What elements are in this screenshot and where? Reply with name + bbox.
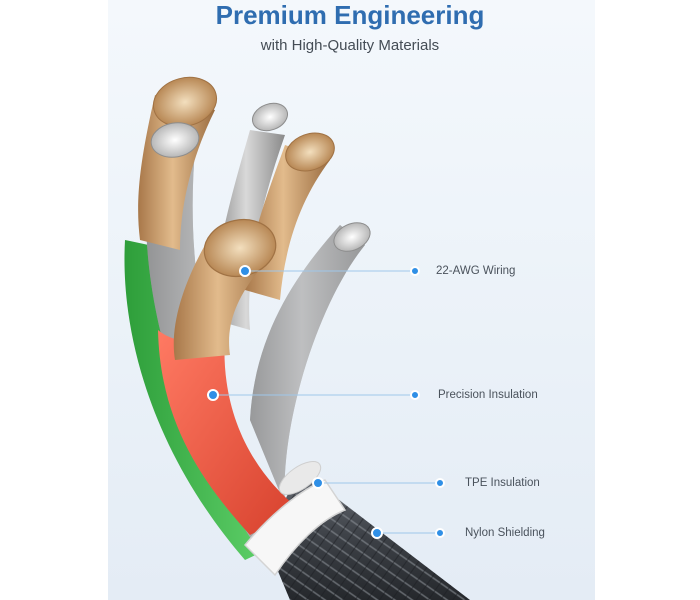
callout-dot-icon bbox=[239, 265, 251, 277]
callout-dot-icon bbox=[371, 527, 383, 539]
callout-dot-icon bbox=[435, 478, 445, 488]
callout-label-22awg-wiring: 22-AWG Wiring bbox=[436, 265, 516, 277]
callout-dot-icon bbox=[312, 477, 324, 489]
callout-label-precision-insulation: Precision Insulation bbox=[438, 389, 538, 401]
callout-dots bbox=[207, 265, 445, 539]
callout-label-tpe-insulation: TPE Insulation bbox=[465, 477, 540, 489]
callout-dot-icon bbox=[410, 266, 420, 276]
page-title: Premium Engineering bbox=[215, 0, 485, 30]
tpe-insulation-ring bbox=[243, 461, 347, 577]
callout-dot-icon bbox=[435, 528, 445, 538]
callout-leaders bbox=[213, 270, 440, 534]
callout-label-nylon-shielding: Nylon Shielding bbox=[465, 527, 545, 539]
red-insulation bbox=[158, 330, 300, 535]
wire-end-caps bbox=[150, 76, 371, 277]
callout-dot-icon bbox=[207, 389, 219, 401]
callout-dot-icon bbox=[410, 390, 420, 400]
page-subtitle: with High-Quality Materials bbox=[260, 37, 440, 54]
